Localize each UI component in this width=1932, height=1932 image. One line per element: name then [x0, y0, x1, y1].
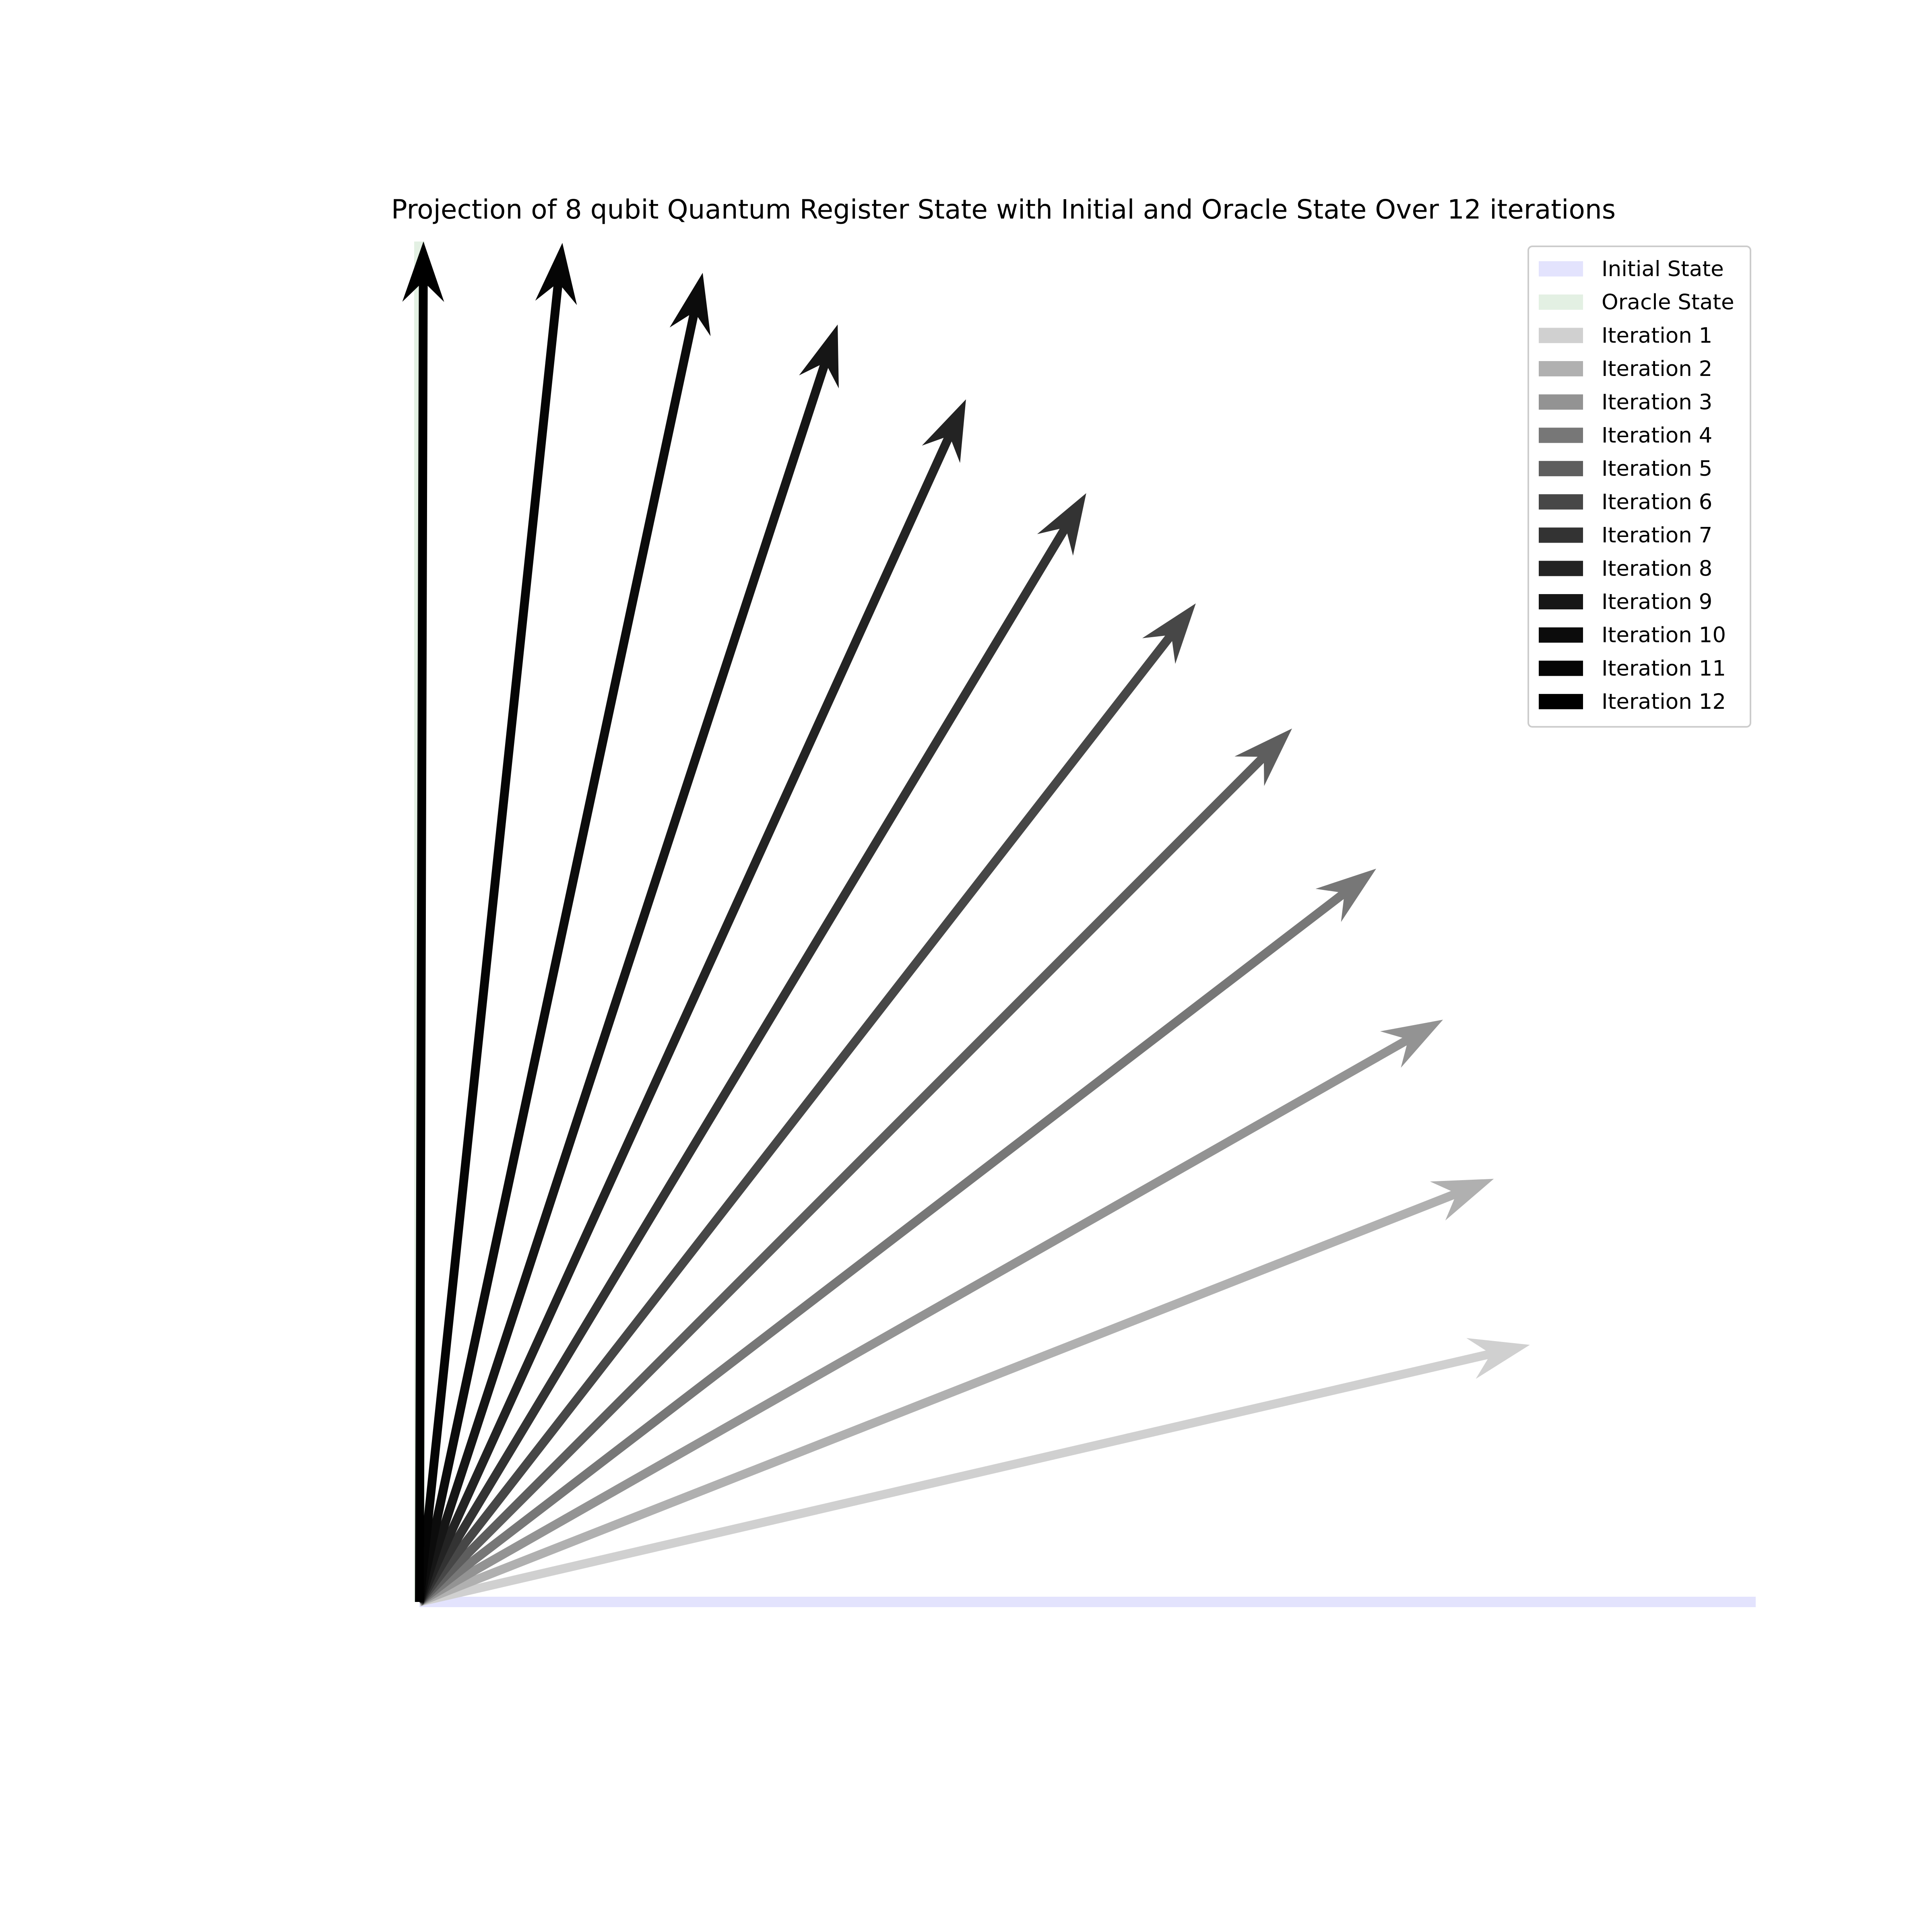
vector-group [402, 242, 1756, 1607]
legend-label-iteration-7: Iteration 7 [1602, 523, 1712, 548]
legend-swatch-iteration-4 [1539, 427, 1583, 443]
legend-swatch-iteration-6 [1539, 494, 1583, 510]
legend-swatch-initial-state [1539, 261, 1583, 277]
legend-label-iteration-3: Iteration 3 [1602, 390, 1712, 415]
legend-swatch-iteration-1 [1539, 328, 1583, 343]
arrow-iteration-4 [417, 869, 1377, 1606]
legend-swatch-iteration-5 [1539, 461, 1583, 477]
legend-label-iteration-12: Iteration 12 [1602, 689, 1726, 714]
legend-label-iteration-4: Iteration 4 [1602, 423, 1712, 448]
legend-swatch-iteration-7 [1539, 527, 1583, 543]
legend-swatch-iteration-3 [1539, 394, 1583, 410]
legend-swatch-iteration-11 [1539, 661, 1583, 676]
arrow-iteration-9 [415, 324, 839, 1604]
legend-label-initial-state: Initial State [1602, 257, 1724, 281]
legend-swatch-iteration-12 [1539, 694, 1583, 710]
legend-swatch-iteration-10 [1539, 627, 1583, 643]
arrow-iteration-1 [418, 1338, 1530, 1606]
arrow-iteration-7 [415, 493, 1086, 1604]
legend-label-iteration-8: Iteration 8 [1602, 556, 1712, 581]
arrow-iteration-6 [416, 603, 1196, 1605]
legend-swatch-oracle-state [1539, 294, 1583, 310]
legend-label-oracle-state: Oracle State [1602, 290, 1734, 315]
legend-label-iteration-6: Iteration 6 [1602, 490, 1712, 514]
legend-label-iteration-1: Iteration 1 [1602, 323, 1712, 348]
arrow-iteration-5 [416, 729, 1292, 1605]
legend-label-iteration-2: Iteration 2 [1602, 357, 1712, 381]
arrow-iteration-8 [415, 399, 966, 1604]
legend-label-iteration-5: Iteration 5 [1602, 456, 1712, 481]
arrow-iteration-2 [418, 1179, 1494, 1606]
legend-frame [1527, 246, 1751, 728]
legend-swatch-iteration-8 [1539, 561, 1583, 576]
chart-title: Projection of 8 qubit Quantum Register S… [391, 194, 1616, 225]
arrow-iteration-12 [402, 242, 444, 1602]
legend-swatch-iteration-9 [1539, 594, 1583, 609]
legend-label-iteration-11: Iteration 11 [1602, 656, 1726, 681]
arrow-iteration-3 [417, 1020, 1443, 1606]
legend-label-iteration-9: Iteration 9 [1602, 590, 1712, 614]
arrow-iteration-11 [415, 243, 577, 1603]
arrow-iteration-10 [415, 272, 711, 1603]
legend-swatch-iteration-2 [1539, 361, 1583, 377]
legend-label-iteration-10: Iteration 10 [1602, 623, 1726, 648]
